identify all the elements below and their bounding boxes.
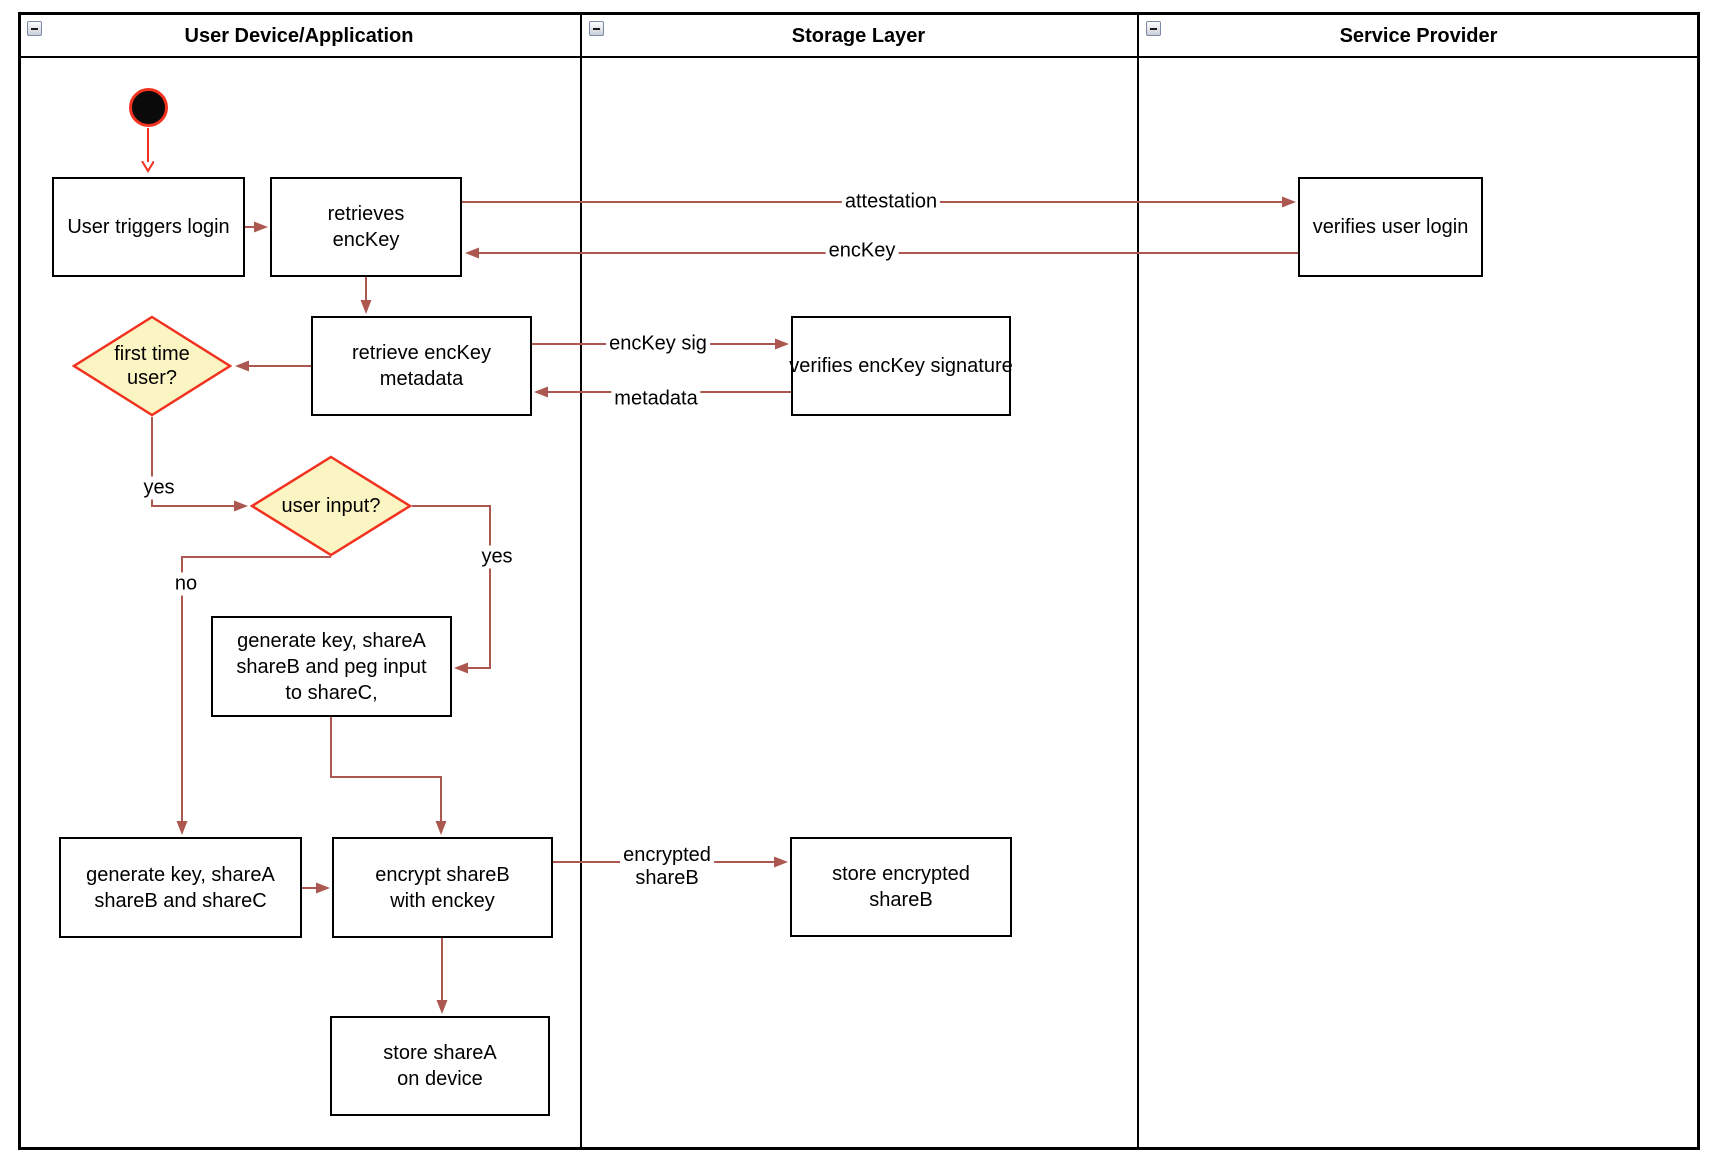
edge-label-encrypted-shareb[interactable]: encrypted shareB <box>620 844 714 890</box>
node-verifies-user-login[interactable]: verifies user login <box>1298 177 1483 277</box>
minus-glyph <box>593 27 600 30</box>
minus-glyph <box>31 27 38 30</box>
lane-header-rule <box>18 56 1700 58</box>
decision-user-input[interactable]: user input? <box>250 455 412 557</box>
decision-label: first time user? <box>114 343 190 389</box>
edge-label-metadata[interactable]: metadata <box>611 387 701 411</box>
node-generate-key-sharec[interactable]: generate key, shareA shareB and shareC <box>59 837 302 938</box>
lane-divider <box>1137 12 1139 1150</box>
lane-title-service-provider[interactable]: Service Provider <box>1339 24 1498 47</box>
node-verifies-enckey-signature[interactable]: verifies encKey signature <box>789 316 1013 416</box>
start-state-icon[interactable] <box>129 88 168 127</box>
edge-label-attestation[interactable]: attestation <box>841 190 941 214</box>
edge-label-enckey[interactable]: encKey <box>825 239 899 263</box>
lane-title-user-device[interactable]: User Device/Application <box>184 24 414 47</box>
collapse-minus-icon[interactable] <box>27 21 42 36</box>
edge-label-no-user-input[interactable]: no <box>171 572 201 596</box>
decision-first-time-user[interactable]: first time user? <box>72 315 232 417</box>
diamond-shape-icon <box>72 315 232 417</box>
node-store-encrypted-shareb[interactable]: store encrypted shareB <box>790 837 1012 937</box>
minus-glyph <box>1150 27 1157 30</box>
edge-label-yes-first-time[interactable]: yes <box>140 476 178 500</box>
node-store-sharea[interactable]: store shareA on device <box>330 1016 550 1116</box>
node-user-triggers-login[interactable]: User triggers login <box>52 177 245 277</box>
node-retrieves-enckey[interactable]: retrieves encKey <box>270 177 462 277</box>
pool-border <box>18 12 1700 1150</box>
collapse-minus-icon[interactable] <box>1146 21 1161 36</box>
node-encrypt-shareb[interactable]: encrypt shareB with enckey <box>332 837 553 938</box>
diamond-shape-icon <box>250 455 412 557</box>
collapse-minus-icon[interactable] <box>589 21 604 36</box>
node-generate-key-peg-input[interactable]: generate key, shareA shareB and peg inpu… <box>211 616 452 717</box>
lane-title-storage-layer[interactable]: Storage Layer <box>791 24 926 47</box>
node-retrieve-enckey-metadata[interactable]: retrieve encKey metadata <box>311 316 532 416</box>
edge-label-yes-user-input[interactable]: yes <box>478 545 516 569</box>
decision-label: user input? <box>281 495 381 517</box>
edge-label-enckey-sig[interactable]: encKey sig <box>606 332 710 356</box>
lane-divider <box>580 12 582 1150</box>
